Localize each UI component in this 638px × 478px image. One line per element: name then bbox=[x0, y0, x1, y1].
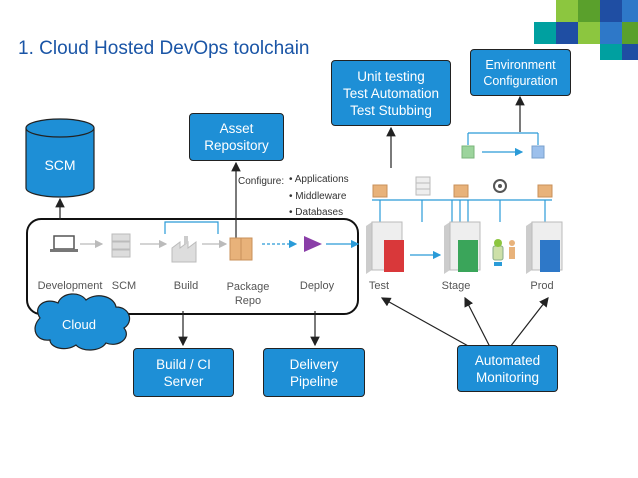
arrow-monitor-test bbox=[380, 297, 471, 348]
stage-label-deploy: Deploy bbox=[299, 280, 335, 292]
gear-icon bbox=[493, 179, 507, 193]
stage-label-scm: SCM bbox=[111, 280, 137, 292]
automated-monitoring-box: Automated Monitoring bbox=[457, 345, 558, 392]
laptop-icon bbox=[50, 235, 78, 252]
robot-icon bbox=[492, 239, 504, 266]
delivery-pipeline-box: Delivery Pipeline bbox=[263, 348, 365, 397]
asset-repository-box: Asset Repository bbox=[189, 113, 284, 161]
configure-item-databases: • Databases bbox=[289, 207, 344, 218]
stage-label-development: Development bbox=[37, 280, 103, 292]
toolchain-container bbox=[26, 218, 359, 315]
mini-server-blue-icon bbox=[531, 145, 545, 159]
configure-item-text: Databases bbox=[295, 207, 344, 218]
configure-item-text: Applications bbox=[294, 174, 349, 185]
scm-database-icon bbox=[25, 118, 95, 198]
package-box-icon bbox=[229, 237, 253, 261]
package-icon-stage bbox=[453, 184, 469, 198]
arrow-monitor-stage bbox=[464, 296, 491, 348]
database-icon bbox=[415, 176, 431, 196]
configure-item-middleware: • Middleware bbox=[289, 191, 347, 202]
figure-icon bbox=[509, 240, 515, 259]
scm-db-label: SCM bbox=[44, 157, 76, 173]
env-label-test: Test bbox=[368, 280, 390, 292]
testing-box: Unit testing Test Automation Test Stubbi… bbox=[331, 60, 451, 126]
page-title: 1. Cloud Hosted DevOps toolchain bbox=[18, 38, 310, 59]
configure-label: Configure: bbox=[238, 176, 285, 187]
stage-label-build: Build bbox=[173, 280, 199, 292]
prod-server-icon bbox=[526, 221, 563, 274]
server-stack-icon bbox=[111, 233, 131, 258]
build-feedback-connector bbox=[164, 221, 219, 234]
env-label-prod: Prod bbox=[530, 280, 554, 292]
env-label-stage: Stage bbox=[441, 280, 471, 292]
stage-server-icon bbox=[444, 221, 481, 274]
cloud-shape bbox=[34, 293, 131, 351]
environment-configuration-box: Environment Configuration bbox=[470, 49, 571, 96]
factory-icon bbox=[171, 236, 197, 263]
test-server-icon bbox=[366, 221, 404, 274]
stage-label-package-repo: Package Repo bbox=[226, 281, 270, 307]
package-icon-test bbox=[372, 184, 388, 198]
mini-server-green-icon bbox=[461, 145, 475, 159]
configure-item-applications: • Applications bbox=[289, 174, 349, 185]
package-icon-prod bbox=[537, 184, 553, 198]
arrow-monitor-prod bbox=[509, 297, 549, 348]
cloud-label: Cloud bbox=[62, 317, 96, 332]
deploy-arrow-icon bbox=[304, 236, 322, 252]
config-bus bbox=[372, 132, 552, 222]
corner-decoration bbox=[534, 0, 638, 60]
build-ci-server-box: Build / CI Server bbox=[133, 348, 234, 397]
configure-item-text: Middleware bbox=[295, 191, 347, 202]
